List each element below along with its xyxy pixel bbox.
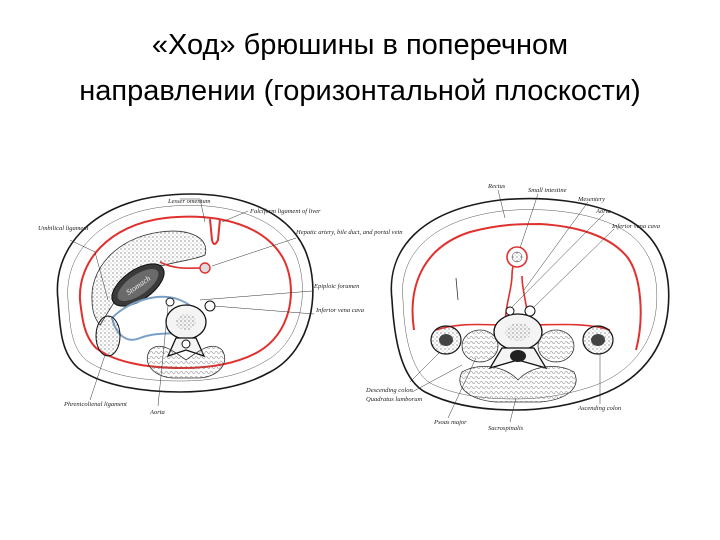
- label-lower-omentum: Lesser omentum: [167, 198, 211, 205]
- label-phrenicolienal: Phrenicolienal ligament: [63, 401, 127, 408]
- label-mesentery: Mesentery: [577, 196, 605, 203]
- left-back-muscles: [146, 345, 226, 379]
- right-descending-colon: [430, 325, 462, 355]
- left-cross-section: Stomach Lesser omentum Falc: [38, 193, 403, 416]
- lead-ivc: [213, 305, 315, 315]
- left-body-outline: [56, 193, 314, 393]
- label-psoas: Psoas major: [433, 419, 467, 426]
- lead-rectus: [497, 189, 506, 219]
- left-ivc: [204, 300, 216, 312]
- right-aorta: [505, 306, 515, 316]
- lead-umbilical: [69, 239, 109, 301]
- portal-triad: [199, 262, 211, 274]
- label-descending-colon: Descending colon: [365, 387, 413, 394]
- label-ascending-colon: Ascending colon: [577, 405, 621, 412]
- lead-aorta: [157, 305, 169, 407]
- right-psoas-left: [461, 329, 499, 363]
- right-psoas-right: [537, 329, 575, 363]
- left-aorta: [165, 297, 175, 307]
- label-ivc-right: Inferior vena cava: [611, 223, 660, 230]
- lead-desc-colon: [409, 351, 441, 383]
- right-vertebra: [488, 313, 548, 370]
- lead-small-intestine: [519, 193, 539, 249]
- label-umbilical: Umbilical ligament: [38, 225, 89, 232]
- sacrospinalis: [459, 366, 577, 403]
- stomach: Stomach: [111, 263, 165, 307]
- lead-epiploic: [199, 290, 313, 301]
- small-intestine-lumen: [511, 251, 523, 263]
- label-sacrospinalis: Sacrospinalis: [488, 425, 524, 432]
- lead-quadratus: [411, 364, 463, 393]
- label-epiploic-foramen: Epiploic foramen: [313, 283, 359, 290]
- lead-falciform: [221, 210, 249, 223]
- lead-sacrospinalis: [509, 397, 517, 423]
- left-kidney: [95, 315, 121, 357]
- right-ascending-colon: [582, 325, 614, 355]
- left-vertebra: [165, 304, 207, 358]
- label-hepatic-artery: Hepatic artery, bile duct, and portal ve…: [295, 229, 403, 236]
- lead-aorta-right: [511, 213, 605, 308]
- title-line-2: направлении (горизонтальной плоскости): [79, 75, 641, 107]
- lead-hepatic: [211, 237, 297, 267]
- right-ivc: [524, 305, 536, 317]
- lead-psoas: [447, 357, 477, 419]
- lead-lower-omentum: [180, 198, 206, 223]
- right-cross-section: Rectus Small intestine Mesentery Aorta I…: [365, 183, 670, 432]
- label-aorta-right: Aorta: [595, 208, 611, 215]
- label-aorta-left: Aorta: [149, 409, 165, 416]
- lead-ivc-right: [533, 228, 615, 308]
- label-quadratus: Quadratus lumborum: [366, 396, 422, 403]
- lead-phrenicolienal: [89, 354, 106, 401]
- right-wall-hatch: [402, 209, 658, 400]
- right-body-outline: [390, 197, 670, 411]
- slide-title: «Ход» брюшины в поперечном направлении (…: [0, 22, 720, 114]
- label-ivc: Inferior vena cava: [315, 307, 364, 314]
- label-small-intestine: Small intestine: [528, 187, 567, 194]
- label-falciform: Falciform ligament of liver: [249, 208, 321, 215]
- title-line-1: «Ход» брюшины в поперечном: [151, 29, 569, 61]
- lead-mesentery: [523, 201, 589, 291]
- stray-mark: [455, 277, 459, 301]
- falciform-ligament: [209, 218, 221, 245]
- right-parietal-peritoneum: [411, 222, 642, 351]
- label-rectus: Rectus: [487, 183, 506, 190]
